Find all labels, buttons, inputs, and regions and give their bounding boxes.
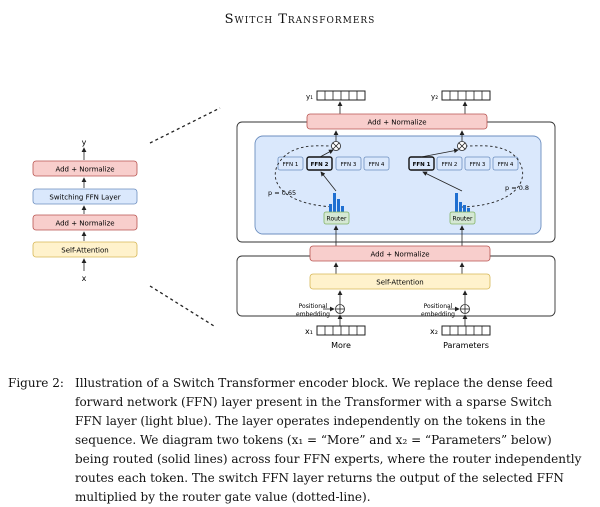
running-head: Switch Transformers [224,12,376,27]
ffn-group-right: FFN 1 FFN 2 FFN 3 FFN 4 [408,156,519,171]
ffn-expert-4-left [363,156,390,171]
svg-text:FFN 3: FFN 3 [341,162,357,168]
svg-text:FFN 4: FFN 4 [369,162,385,168]
big-add-normalize-mid-label: Add + Normalize [370,251,429,259]
zoom-line-bottom [149,285,215,327]
router-right [449,211,476,225]
caption-line: Illustration of a Switch Transformer enc… [75,376,553,390]
big-add-normalize-mid [309,245,491,262]
router-right-label: Router [453,216,473,223]
router-histogram-left [329,193,344,212]
big-self-attention-label: Self-Attention [376,279,423,287]
ffn-group-left: FFN 1 FFN 2 FFN 3 FFN 4 [277,156,390,171]
pos-emb-left-line2: embedding [296,311,330,318]
caption-line: being routed (solid lines) across four F… [75,452,582,466]
small-add-normalize-top-label: Add + Normalize [55,166,114,174]
prob-right-label: p = 0.8 [505,184,529,192]
caption-line: multiplied by the router gate value (dot… [75,490,371,504]
big-self-attention [309,273,491,290]
svg-text:FFN 1: FFN 1 [283,162,299,168]
small-encoder-block: y Add + Normalize Switching FFN Layer Ad… [32,138,138,283]
word-parameters: Parameters [443,341,489,350]
svg-text:FFN 2: FFN 2 [311,162,329,168]
small-self-attention [32,241,138,258]
small-output-label: y [82,138,87,147]
small-add-normalize-bottom [32,214,138,231]
small-add-normalize-bottom-label: Add + Normalize [55,220,114,228]
plus-circle-left [335,304,345,314]
caption-line: forward network (FFN) layer present in t… [75,395,552,409]
multiply-circle-right [457,141,467,151]
ffn-expert-2-left-selected [306,156,333,171]
ffn-expert-2-right [436,156,463,171]
svg-text:FFN 1: FFN 1 [413,162,431,168]
figure-diagram: y Add + Normalize Switching FFN Layer Ad… [32,90,556,350]
small-switching-ffn-label: Switching FFN Layer [49,194,120,202]
small-self-attention-label: Self-Attention [61,247,108,255]
svg-text:FFN 3: FFN 3 [470,162,486,168]
svg-text:x₂: x₂ [430,327,438,336]
prob-left-label: p = 0.65 [268,189,296,197]
output-token-y1: y₁ [306,90,366,101]
router-histogram-right [455,193,470,212]
router-left [323,211,350,225]
pos-emb-right-line1: Positional [424,303,453,310]
caption-line: sequence. We diagram two tokens (x₁ = “M… [75,433,552,447]
svg-text:x₁: x₁ [305,327,313,336]
ffn-expert-3-left [335,156,362,171]
caption-line: FFN layer (light blue). The layer operat… [75,414,546,428]
pos-emb-right-line2: embedding [421,311,455,318]
input-token-x2: x₂ [430,325,491,336]
big-add-normalize-top [306,113,488,130]
big-add-normalize-top-label: Add + Normalize [367,119,426,127]
output-token-y2: y₂ [431,90,491,101]
pos-emb-left-line1: Positional [299,303,328,310]
multiply-circle-left [331,141,341,151]
gate-dotted-line-left [274,145,337,208]
small-input-label: x [82,274,87,283]
small-add-normalize-top [32,160,138,177]
gate-dotted-line-right [461,145,524,208]
plus-circle-right [460,304,470,314]
switch-ffn-region [254,135,542,235]
svg-text:y₁: y₁ [306,93,313,101]
small-switching-ffn-layer [32,188,138,205]
input-token-x1: x₁ [305,325,366,336]
router-left-label: Router [327,216,347,223]
zoom-line-top [149,107,221,144]
word-more: More [331,341,351,350]
ffn-expert-3-right [464,156,491,171]
svg-text:FFN 2: FFN 2 [442,162,458,168]
svg-text:y₂: y₂ [431,93,438,101]
ffn-expert-4-right [492,156,519,171]
svg-text:FFN 4: FFN 4 [498,162,514,168]
caption-line: routes each token. The switch FFN layer … [75,471,564,485]
caption-label: Figure 2: [8,376,64,390]
